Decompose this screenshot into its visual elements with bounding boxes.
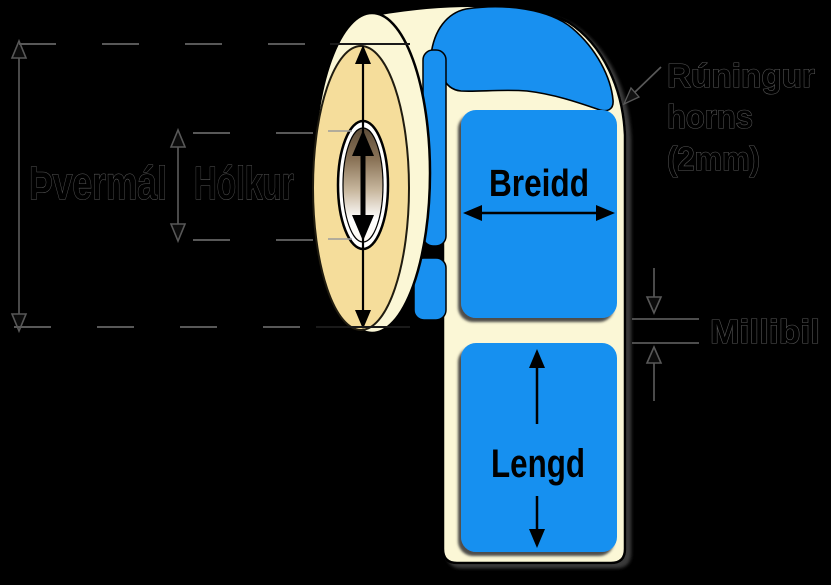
- corner-rounding-line3: (2mm): [667, 140, 760, 177]
- length-annotation: Lengd: [491, 349, 585, 548]
- roll-dimension-arrows: [316, 43, 410, 329]
- length-label: Lengd: [491, 442, 585, 486]
- width-annotation: Breidd: [463, 163, 615, 221]
- core-arrow-head-top: [352, 130, 374, 156]
- gap-arrow-head-down: [645, 296, 663, 315]
- corner-rounding-line1: Rúningur: [667, 57, 815, 94]
- core-arrow-head-bottom: [352, 215, 374, 241]
- wound-label-edge-lower: [413, 257, 447, 321]
- diameter-extent-head-bottom: [10, 313, 28, 334]
- core-label: Hólkur: [194, 157, 294, 209]
- gap-annotation: Millibil: [632, 268, 821, 401]
- width-arrow-head-right: [596, 205, 615, 221]
- core-annotation: Hólkur: [169, 127, 318, 244]
- corner-rounding-line2: horns: [667, 98, 753, 135]
- label-length: [461, 343, 617, 552]
- diameter-arrow-head-top: [355, 45, 371, 64]
- gap-label: Millibil: [710, 313, 820, 350]
- diameter-annotation: Þvermál: [10, 38, 315, 334]
- corner-pointer-head: [622, 86, 641, 106]
- core-extent-head-top: [169, 127, 187, 148]
- diameter-label: Þvermál: [29, 157, 167, 209]
- length-arrow-head-top: [529, 349, 545, 368]
- width-arrow-head-left: [463, 205, 482, 221]
- width-label: Breidd: [489, 163, 589, 205]
- corner-rounding-annotation: Rúningur horns (2mm): [622, 56, 816, 178]
- core-extent-head-bottom: [169, 223, 187, 244]
- diameter-arrow-head-bottom: [355, 310, 371, 329]
- corner-pointer-line: [632, 66, 662, 95]
- diameter-extent-head-top: [10, 38, 28, 59]
- length-arrow-head-bottom: [529, 529, 545, 548]
